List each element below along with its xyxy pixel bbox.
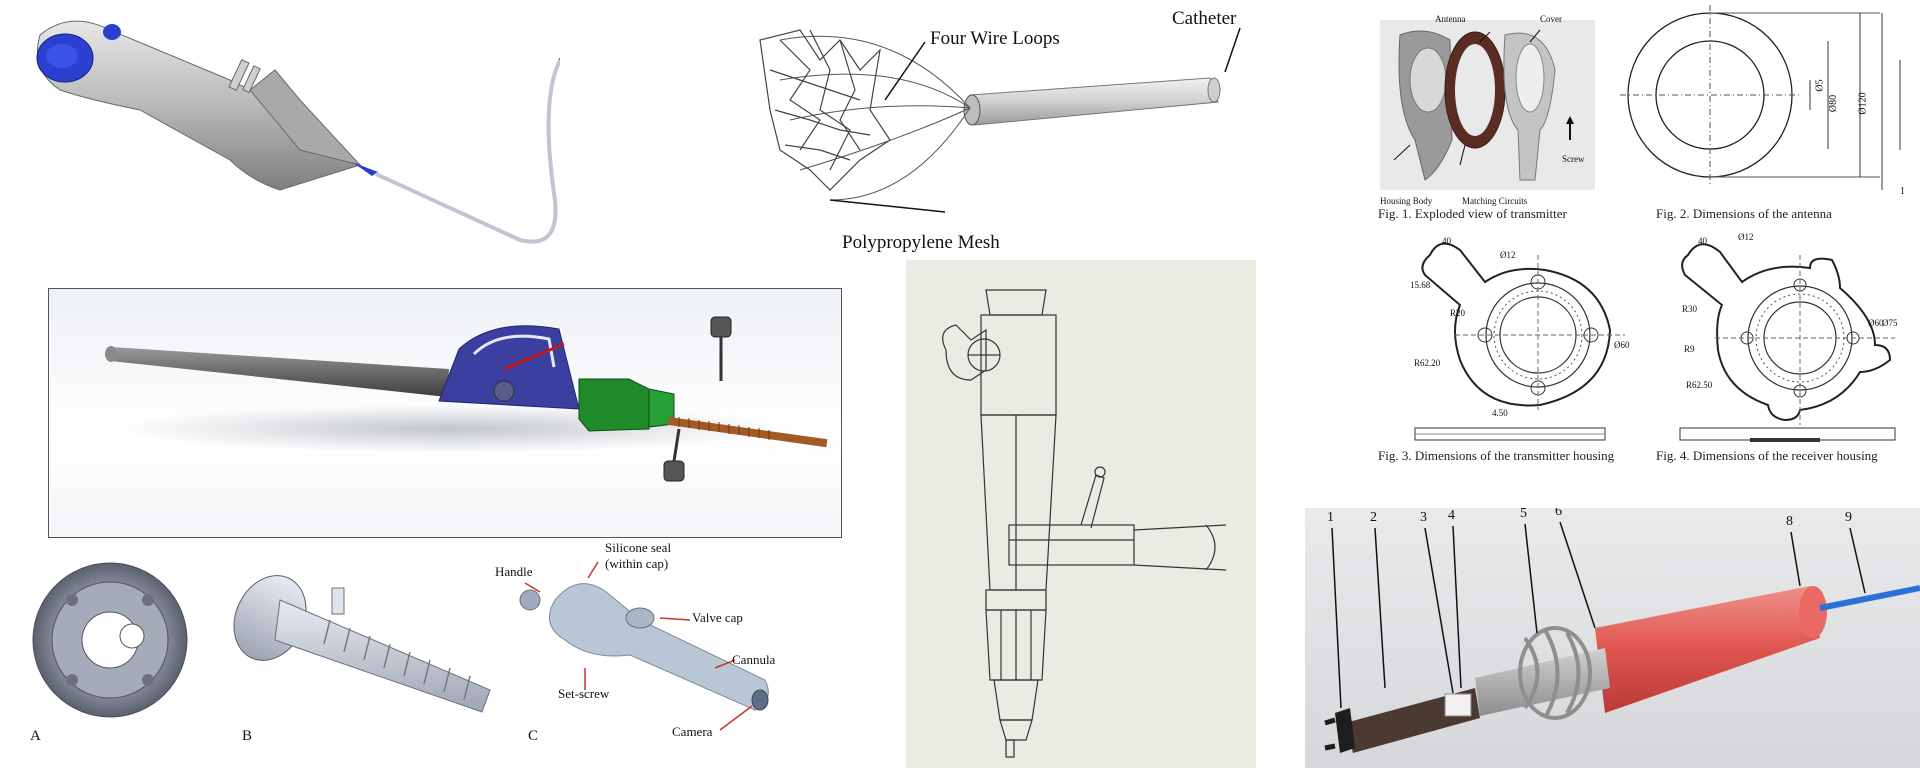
label-catheter: Catheter <box>1172 8 1237 29</box>
transmitter-figures-panel: Antenna Cover Screw Housing Body Matchin… <box>1370 0 1920 480</box>
antenna-dimension-drawing <box>1620 5 1901 190</box>
dim-fig3-15-68: 15.68 <box>1410 280 1431 290</box>
part-number-4: 4 <box>1448 508 1455 523</box>
dim-fig3-40: 40 <box>1442 236 1451 246</box>
part-number-2: 2 <box>1370 510 1377 525</box>
receiver-housing-drawing <box>1679 243 1896 442</box>
label-camera: Camera <box>672 724 713 739</box>
cad-device-drawing <box>105 316 828 482</box>
dim-fig4-r9: R9 <box>1684 344 1695 354</box>
dim-fig4-r30: R30 <box>1682 304 1698 314</box>
label-polypropylene-mesh: Polypropylene Mesh <box>842 232 1000 253</box>
part-number-1: 1 <box>1327 510 1334 525</box>
port-components-panel: A B C Handle Silicone seal (within cap) … <box>0 540 840 768</box>
valve-line-drawing <box>942 289 1227 758</box>
instrument-render-panel: 1 2 3 4 5 6 8 9 <box>1305 508 1920 768</box>
label-set-screw: Set-screw <box>558 686 610 701</box>
catheter-drawing <box>759 27 1241 213</box>
label-housing-body: Housing Body <box>1380 196 1433 206</box>
cad-render-panel <box>48 288 842 538</box>
label-cannula: Cannula <box>732 652 776 667</box>
dim-fig3-4-50: 4.50 <box>1492 408 1508 418</box>
instrument-render-drawing <box>1324 521 1920 753</box>
label-b: B <box>242 728 253 744</box>
label-antenna: Antenna <box>1435 14 1466 24</box>
dim-fig3-r62-20: R62.20 <box>1414 358 1441 368</box>
exploded-view-drawing <box>1393 29 1574 181</box>
dim-fig3-d60: Ø60 <box>1614 340 1630 350</box>
dim-fig4-r62-50: R62.50 <box>1686 380 1713 390</box>
line-drawing-panel <box>906 260 1256 768</box>
caption-fig3: Fig. 3. Dimensions of the transmitter ho… <box>1378 448 1615 463</box>
part-number-9: 9 <box>1845 510 1852 525</box>
dim-fig3-d12: Ø12 <box>1500 250 1516 260</box>
part-number-8: 8 <box>1786 514 1793 529</box>
dim-fig4-d75: Ø75 <box>1882 318 1898 328</box>
caption-fig4: Fig. 4. Dimensions of the receiver housi… <box>1656 448 1878 463</box>
part-number-5: 5 <box>1520 508 1527 521</box>
label-a: A <box>30 728 41 744</box>
part-number-6: 6 <box>1555 508 1562 519</box>
label-valve-cap: Valve cap <box>692 610 743 625</box>
handheld-device-drawing <box>36 20 560 244</box>
label-silicone-seal-line2: (within cap) <box>605 556 669 571</box>
dim-fig4-d60: Ø60 <box>1868 318 1884 328</box>
label-matching-circuits: Matching Circuits <box>1462 196 1528 206</box>
port-components-drawing <box>32 561 769 731</box>
caption-fig1: Fig. 1. Exploded view of transmitter <box>1378 206 1567 221</box>
dim-fig2-1: 1 <box>1900 186 1905 197</box>
handheld-device-panel <box>0 0 560 270</box>
part-number-3: 3 <box>1420 510 1427 525</box>
label-silicone-seal-line1: Silicone seal <box>605 540 672 555</box>
label-handle: Handle <box>495 564 533 579</box>
dim-fig3-r20: R20 <box>1450 308 1466 318</box>
label-screw: Screw <box>1562 154 1585 164</box>
exploded-view-photo: Antenna Cover Screw Housing Body Matchin… <box>1380 14 1595 206</box>
label-four-wire-loops: Four Wire Loops <box>930 28 1060 49</box>
label-cover: Cover <box>1540 14 1562 24</box>
label-c: C <box>528 728 539 744</box>
dim-fig4-40: 40 <box>1698 236 1707 246</box>
dim-fig4-d12: Ø12 <box>1738 232 1754 242</box>
catheter-panel: Four Wire Loops Catheter Polypropylene M… <box>740 0 1260 260</box>
caption-fig2: Fig. 2. Dimensions of the antenna <box>1656 206 1832 221</box>
transmitter-housing-drawing <box>1414 242 1625 441</box>
